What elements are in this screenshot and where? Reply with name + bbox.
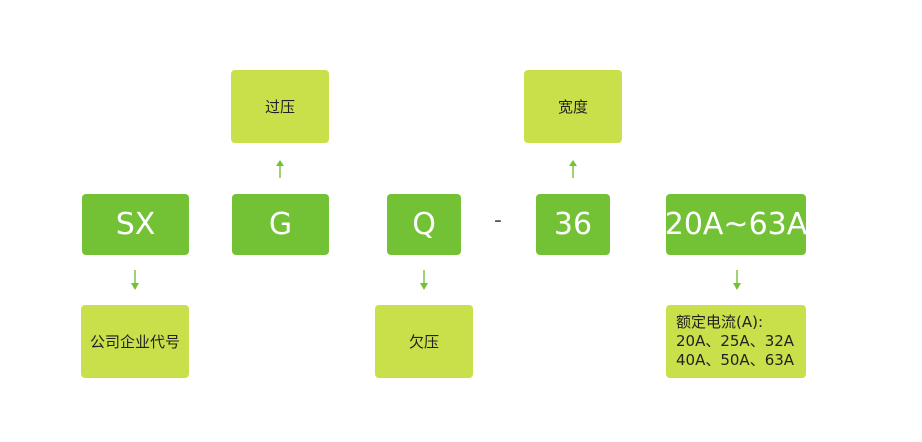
code-q-box: Q: [387, 194, 461, 255]
code-current-box: 20A~63A: [664, 194, 808, 255]
code-g: G: [268, 207, 293, 242]
rated-current-line-2: 40A、50A、63A: [676, 351, 795, 369]
arrow-up-icon: [569, 160, 577, 178]
overvoltage-label: 过压: [264, 98, 295, 116]
width-label-box: 宽度: [524, 70, 622, 143]
arrow-down-icon: [420, 270, 428, 290]
code-g-box: G: [232, 194, 329, 255]
code-width: 36: [553, 207, 593, 242]
company-code-label-box: 公司企业代号: [81, 305, 189, 378]
arrow-up-icon: [276, 160, 284, 178]
arrow-down-icon: [131, 270, 139, 290]
code-width-box: 36: [536, 194, 610, 255]
arrow-down-icon: [733, 270, 741, 290]
code-separator: -: [494, 208, 502, 233]
rated-current-label-box: 额定电流(A): 20A、25A、32A 40A、50A、63A: [666, 305, 806, 378]
rated-current-title: 额定电流(A):: [676, 313, 764, 331]
code-sx: SX: [115, 207, 156, 242]
code-q: Q: [412, 207, 436, 242]
code-current: 20A~63A: [664, 207, 808, 242]
width-label: 宽度: [557, 98, 588, 116]
undervoltage-label-box: 欠压: [375, 305, 473, 378]
rated-current-line-1: 20A、25A、32A: [676, 332, 795, 350]
company-code-label: 公司企业代号: [89, 333, 180, 351]
code-sx-box: SX: [82, 194, 189, 255]
overvoltage-label-box: 过压: [231, 70, 329, 143]
undervoltage-label: 欠压: [408, 333, 439, 351]
